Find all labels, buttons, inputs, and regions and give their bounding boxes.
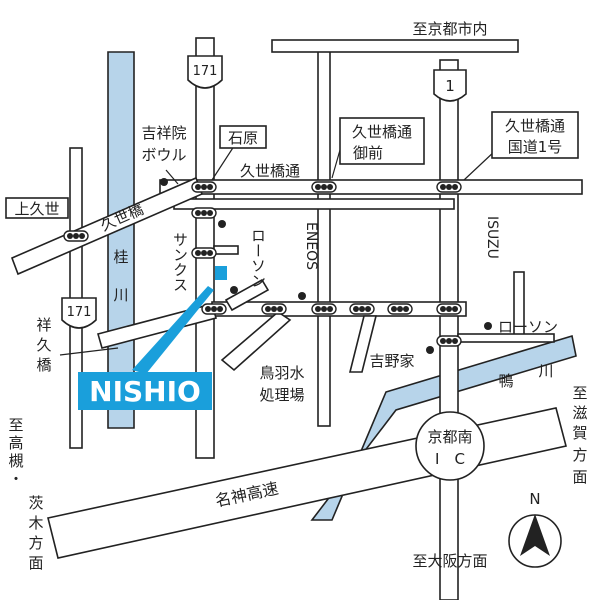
nishio-location-marker [215, 266, 227, 280]
svg-text:久: 久 [36, 336, 51, 354]
north-arrow-icon: N [508, 490, 562, 568]
traffic-signal-icon [311, 181, 337, 193]
traffic-signal-icon [436, 303, 462, 315]
svg-text:処理場: 処理場 [259, 386, 304, 404]
kuzebashi-dori-label: 久世橋通 [240, 162, 300, 180]
traffic-signal-icon [349, 303, 375, 315]
svg-text:ボウル: ボウル [141, 146, 186, 164]
eneos-label: ENEOS [303, 222, 319, 270]
middle-road [211, 301, 467, 317]
yoshinoya-dot [426, 346, 434, 354]
sunkus-label: サンクス [171, 232, 189, 292]
svg-text:吉祥院: 吉祥院 [141, 124, 186, 142]
top-road [271, 39, 519, 53]
ishihara-box [219, 125, 267, 149]
svg-text:N: N [529, 490, 540, 508]
secondary-road [173, 198, 455, 210]
svg-text:木: 木 [28, 514, 43, 532]
eneos-road [317, 47, 331, 427]
lawson-1-dot [230, 286, 238, 294]
svg-text:方: 方 [28, 534, 43, 552]
kisshoin-dot [160, 178, 168, 186]
svg-text:久世橋通: 久世橋通 [352, 123, 412, 141]
svg-text:茨: 茨 [28, 494, 43, 512]
svg-text:賀: 賀 [572, 424, 587, 442]
lawson-side-road [224, 278, 270, 312]
svg-text:祥: 祥 [36, 316, 51, 334]
svg-text:国道1号: 国道1号 [508, 138, 563, 156]
svg-text:171: 171 [67, 305, 92, 320]
kuzebashi-gozen-box [339, 117, 425, 165]
svg-text:川: 川 [538, 362, 553, 380]
svg-text:鳥羽水: 鳥羽水 [259, 364, 304, 382]
ishihara-label: 石原 [228, 129, 258, 147]
svg-text:面: 面 [28, 554, 43, 572]
svg-text:川: 川 [113, 286, 128, 304]
route-shield-icon: 171 [61, 297, 97, 329]
svg-text:槻: 槻 [8, 452, 23, 470]
to-kyoto-center-label: 至京都市内 [412, 20, 487, 38]
katsura-river [107, 51, 135, 429]
nishio-pointer [132, 286, 214, 374]
svg-text:高: 高 [8, 434, 23, 452]
yoshinoya-road [348, 315, 378, 373]
lawson-2-label: ローソン [498, 318, 558, 336]
svg-text:御前: 御前 [353, 144, 383, 162]
to-takatsuki-label: 至 高 槻 ・ 茨 木 方 面 [8, 416, 43, 572]
traffic-signal-icon [261, 303, 287, 315]
svg-text:久世橋通: 久世橋通 [505, 117, 565, 135]
to-osaka-label: 至大阪方面 [412, 552, 487, 570]
svg-text:京都南: 京都南 [427, 428, 472, 446]
traffic-signal-icon [201, 303, 227, 315]
to-shiga-label: 至 滋 賀 方 面 [572, 384, 587, 486]
svg-text:I C: I C [435, 450, 465, 468]
sunkus-stub [213, 245, 239, 255]
route-shield-icon: 1 [433, 69, 467, 102]
svg-text:至: 至 [572, 384, 587, 402]
traffic-signal-icon [191, 207, 217, 219]
route-1-road [439, 59, 459, 600]
kuzebashi-bridge-road [10, 176, 204, 276]
traffic-signal-icon [436, 181, 462, 193]
svg-text:滋: 滋 [572, 404, 587, 422]
kamo-river [310, 334, 577, 521]
route-shield-icon: 171 [187, 55, 223, 89]
traffic-signal-icon [387, 303, 413, 315]
lawson-1-label: ローソン [249, 228, 267, 288]
lawson-2-dot [484, 322, 492, 330]
svg-text:1: 1 [445, 77, 455, 95]
kyoto-minami-ic [415, 411, 485, 481]
kamikuze-box [5, 197, 69, 219]
svg-text:上久世: 上久世 [14, 200, 59, 218]
svg-text:橋: 橋 [36, 356, 51, 374]
traffic-signal-icon [191, 247, 217, 259]
toba-diagonal-road [220, 310, 292, 372]
svg-text:171: 171 [193, 64, 218, 79]
kamo-river-label: 鴨 [498, 372, 513, 390]
svg-text:・: ・ [8, 470, 23, 488]
svg-text:面: 面 [572, 468, 587, 486]
nishio-brand-box [78, 372, 212, 410]
traffic-signal-icon [436, 335, 462, 347]
kuzebashi-dori [159, 179, 583, 195]
traffic-signal-icon [191, 181, 217, 193]
svg-text:至: 至 [8, 416, 23, 434]
katsura-river-label: 桂 [113, 248, 128, 266]
traffic-signal-icon [63, 230, 89, 242]
sunkus-dot [218, 220, 226, 228]
kuzebashi-kokudo-box [491, 111, 579, 159]
isuzu-label: ISUZU [484, 216, 500, 259]
meishin-expressway [47, 407, 567, 559]
yoshinoya-label: 吉野家 [369, 352, 414, 370]
svg-text:方: 方 [572, 446, 587, 464]
traffic-signals [63, 181, 462, 347]
traffic-signal-icon [311, 303, 337, 315]
eneos-dot [298, 292, 306, 300]
nishio-brand-label: NISHIO [89, 375, 201, 408]
